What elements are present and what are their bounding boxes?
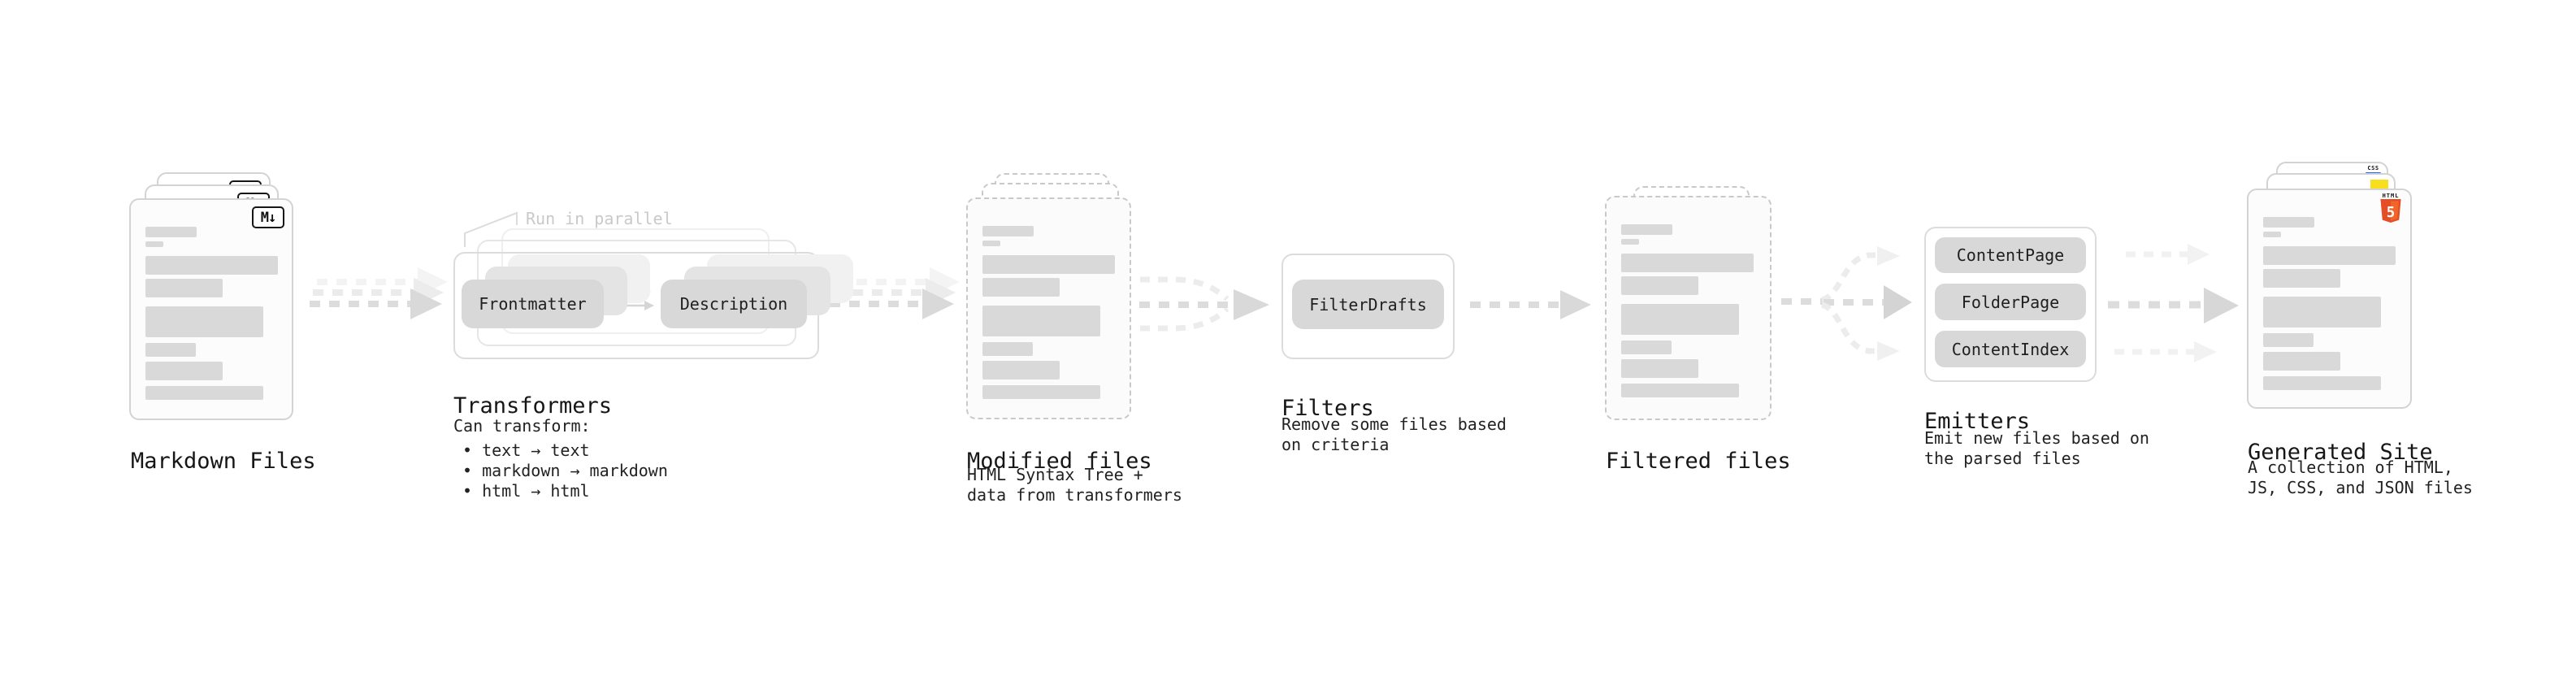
emitter-pill-contentindex: ContentIndex [1935,331,2086,367]
filtered-file-card-front [1605,196,1772,420]
stage-label-generated-site: Generated Site [2248,440,2433,466]
pill-label: Description [679,294,788,314]
pill-label: FolderPage [1961,292,2060,312]
transformers-bullet: • markdown → markdown [462,461,668,480]
stage-label-filtered-files: Filtered files [1606,449,1791,475]
placeholder-line [145,279,223,297]
transformers-bullet: • text → text [462,440,590,460]
stage-modified-files: Modified files HTML Syntax Tree + data f… [966,173,1182,514]
document-placeholder-lines [145,227,278,400]
stage-transformers: Frontmatter Description Transformers Can… [453,205,853,530]
modified-files-note-line: data from transformers [967,485,1182,505]
placeholder-line [145,343,196,357]
placeholder-line [145,256,278,275]
placeholder-line [145,241,163,247]
transformer-pill-frontmatter: Frontmatter [462,280,604,328]
arrow-filters-to-filtered-icon [1470,290,1591,319]
placeholder-line [2263,297,2381,327]
placeholder-line [145,386,263,400]
transformer-pill-description: Description [661,280,807,328]
placeholder-line [2263,217,2314,228]
stage-label-transformers: Transformers [453,393,613,419]
document-placeholder-lines [982,226,1115,399]
placeholder-line [1621,239,1639,245]
stage-markdown-files: M↓ M↓ M↓ Markdown Files [129,172,324,497]
generated-site-note-line: A collection of HTML, [2248,458,2453,477]
placeholder-line [145,306,263,337]
stage-label-modified-files: Modified files [967,449,1152,475]
pill-label: ContentIndex [1951,339,2070,359]
placeholder-line [2263,232,2281,237]
placeholder-line [2263,333,2314,347]
placeholder-line [1621,359,1698,378]
javascript-icon [2370,180,2388,191]
placeholder-line [982,278,1060,297]
placeholder-line [2263,376,2381,390]
filter-pill-filterdrafts: FilterDrafts [1292,280,1444,329]
html5-icon: HTML 5 [2380,193,2401,226]
transformers-bullet: • html → html [462,481,590,501]
document-placeholder-lines [2263,217,2396,390]
emitters-note-line: the parsed files [1924,449,2081,468]
pill-label: ContentPage [1956,245,2065,265]
placeholder-line [2263,269,2340,288]
arrow-emitters-to-site-icon [2108,244,2239,362]
stage-label-emitters: Emitters [1924,409,2031,435]
generated-site-note-line: JS, CSS, and JSON files [2248,478,2473,497]
css-badge-text: CSS [2367,165,2379,171]
svg-text:5: 5 [2387,205,2395,221]
stage-label-filters: Filters [1281,396,1374,422]
emitters-note-line: Emit new files based on [1924,428,2149,448]
placeholder-line [1621,340,1672,354]
placeholder-line [1621,224,1672,235]
placeholder-line [145,227,197,237]
emitter-pill-contentpage: ContentPage [1935,237,2086,273]
pill-label: Frontmatter [479,294,587,314]
placeholder-line [145,362,223,380]
run-in-parallel-annotation: Run in parallel [526,209,673,228]
stage-label-markdown-files: Markdown Files [131,449,316,475]
placeholder-line [2263,246,2396,265]
modified-file-card-front [966,197,1131,419]
placeholder-line [982,385,1100,399]
transformers-note-title: Can transform: [453,416,591,436]
modified-files-note-line: HTML Syntax Tree + [967,465,1143,484]
placeholder-line [1621,304,1739,335]
placeholder-line [1621,254,1754,272]
arrow-markdown-to-transformers-icon [310,267,448,319]
placeholder-line [982,226,1034,236]
placeholder-line [982,255,1115,274]
markdown-badge-text: M↓ [260,209,277,226]
stage-filtered-files: Filtered files [1605,186,1800,511]
filters-note-line: on criteria [1281,435,1390,454]
placeholder-line [1621,276,1698,295]
placeholder-line [982,241,1000,246]
placeholder-line [982,361,1060,380]
document-placeholder-lines [1621,224,1755,397]
markdown-icon: M↓ [252,206,284,228]
stage-emitters: ContentPage FolderPage ContentIndex Emit… [1924,227,2149,487]
stage-generated-site: CSS HTML 5 Generated Site A collection o… [2247,162,2473,511]
pill-label: FilterDrafts [1309,294,1427,314]
placeholder-line [982,306,1100,336]
html5-shield: 5 [2380,199,2401,223]
emitter-pill-folderpage: FolderPage [1935,284,2086,320]
markdown-file-card-front: M↓ [129,198,293,420]
site-file-card-html: HTML 5 [2247,189,2412,409]
placeholder-line [982,342,1033,356]
placeholder-line [2263,352,2340,371]
filters-note-line: Remove some files based [1281,414,1507,434]
arrow-filtered-to-emitters-icon [1781,246,1912,361]
html5-badge-text: HTML [2382,193,2400,199]
stage-filters: FilterDrafts Filters Remove some files b… [1281,254,1507,497]
placeholder-line [1621,384,1739,397]
